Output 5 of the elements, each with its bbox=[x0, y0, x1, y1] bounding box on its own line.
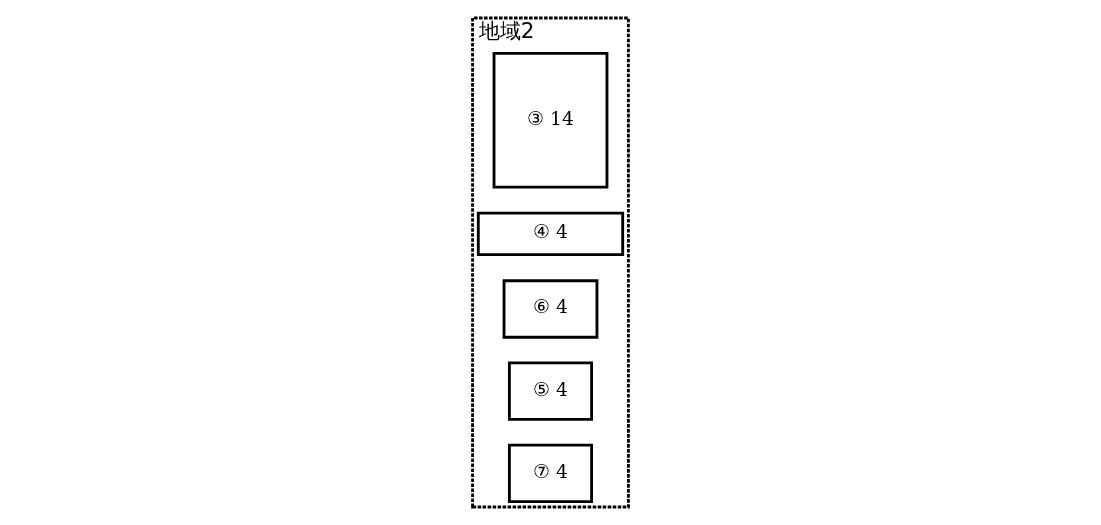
node-box: ③ 14 bbox=[492, 51, 609, 189]
node-box: ⑤ 4 bbox=[507, 361, 594, 421]
node-box: ④ 4 bbox=[476, 211, 625, 257]
node-box: ⑦ 4 bbox=[507, 443, 594, 504]
node-box: ⑥ 4 bbox=[502, 279, 599, 339]
